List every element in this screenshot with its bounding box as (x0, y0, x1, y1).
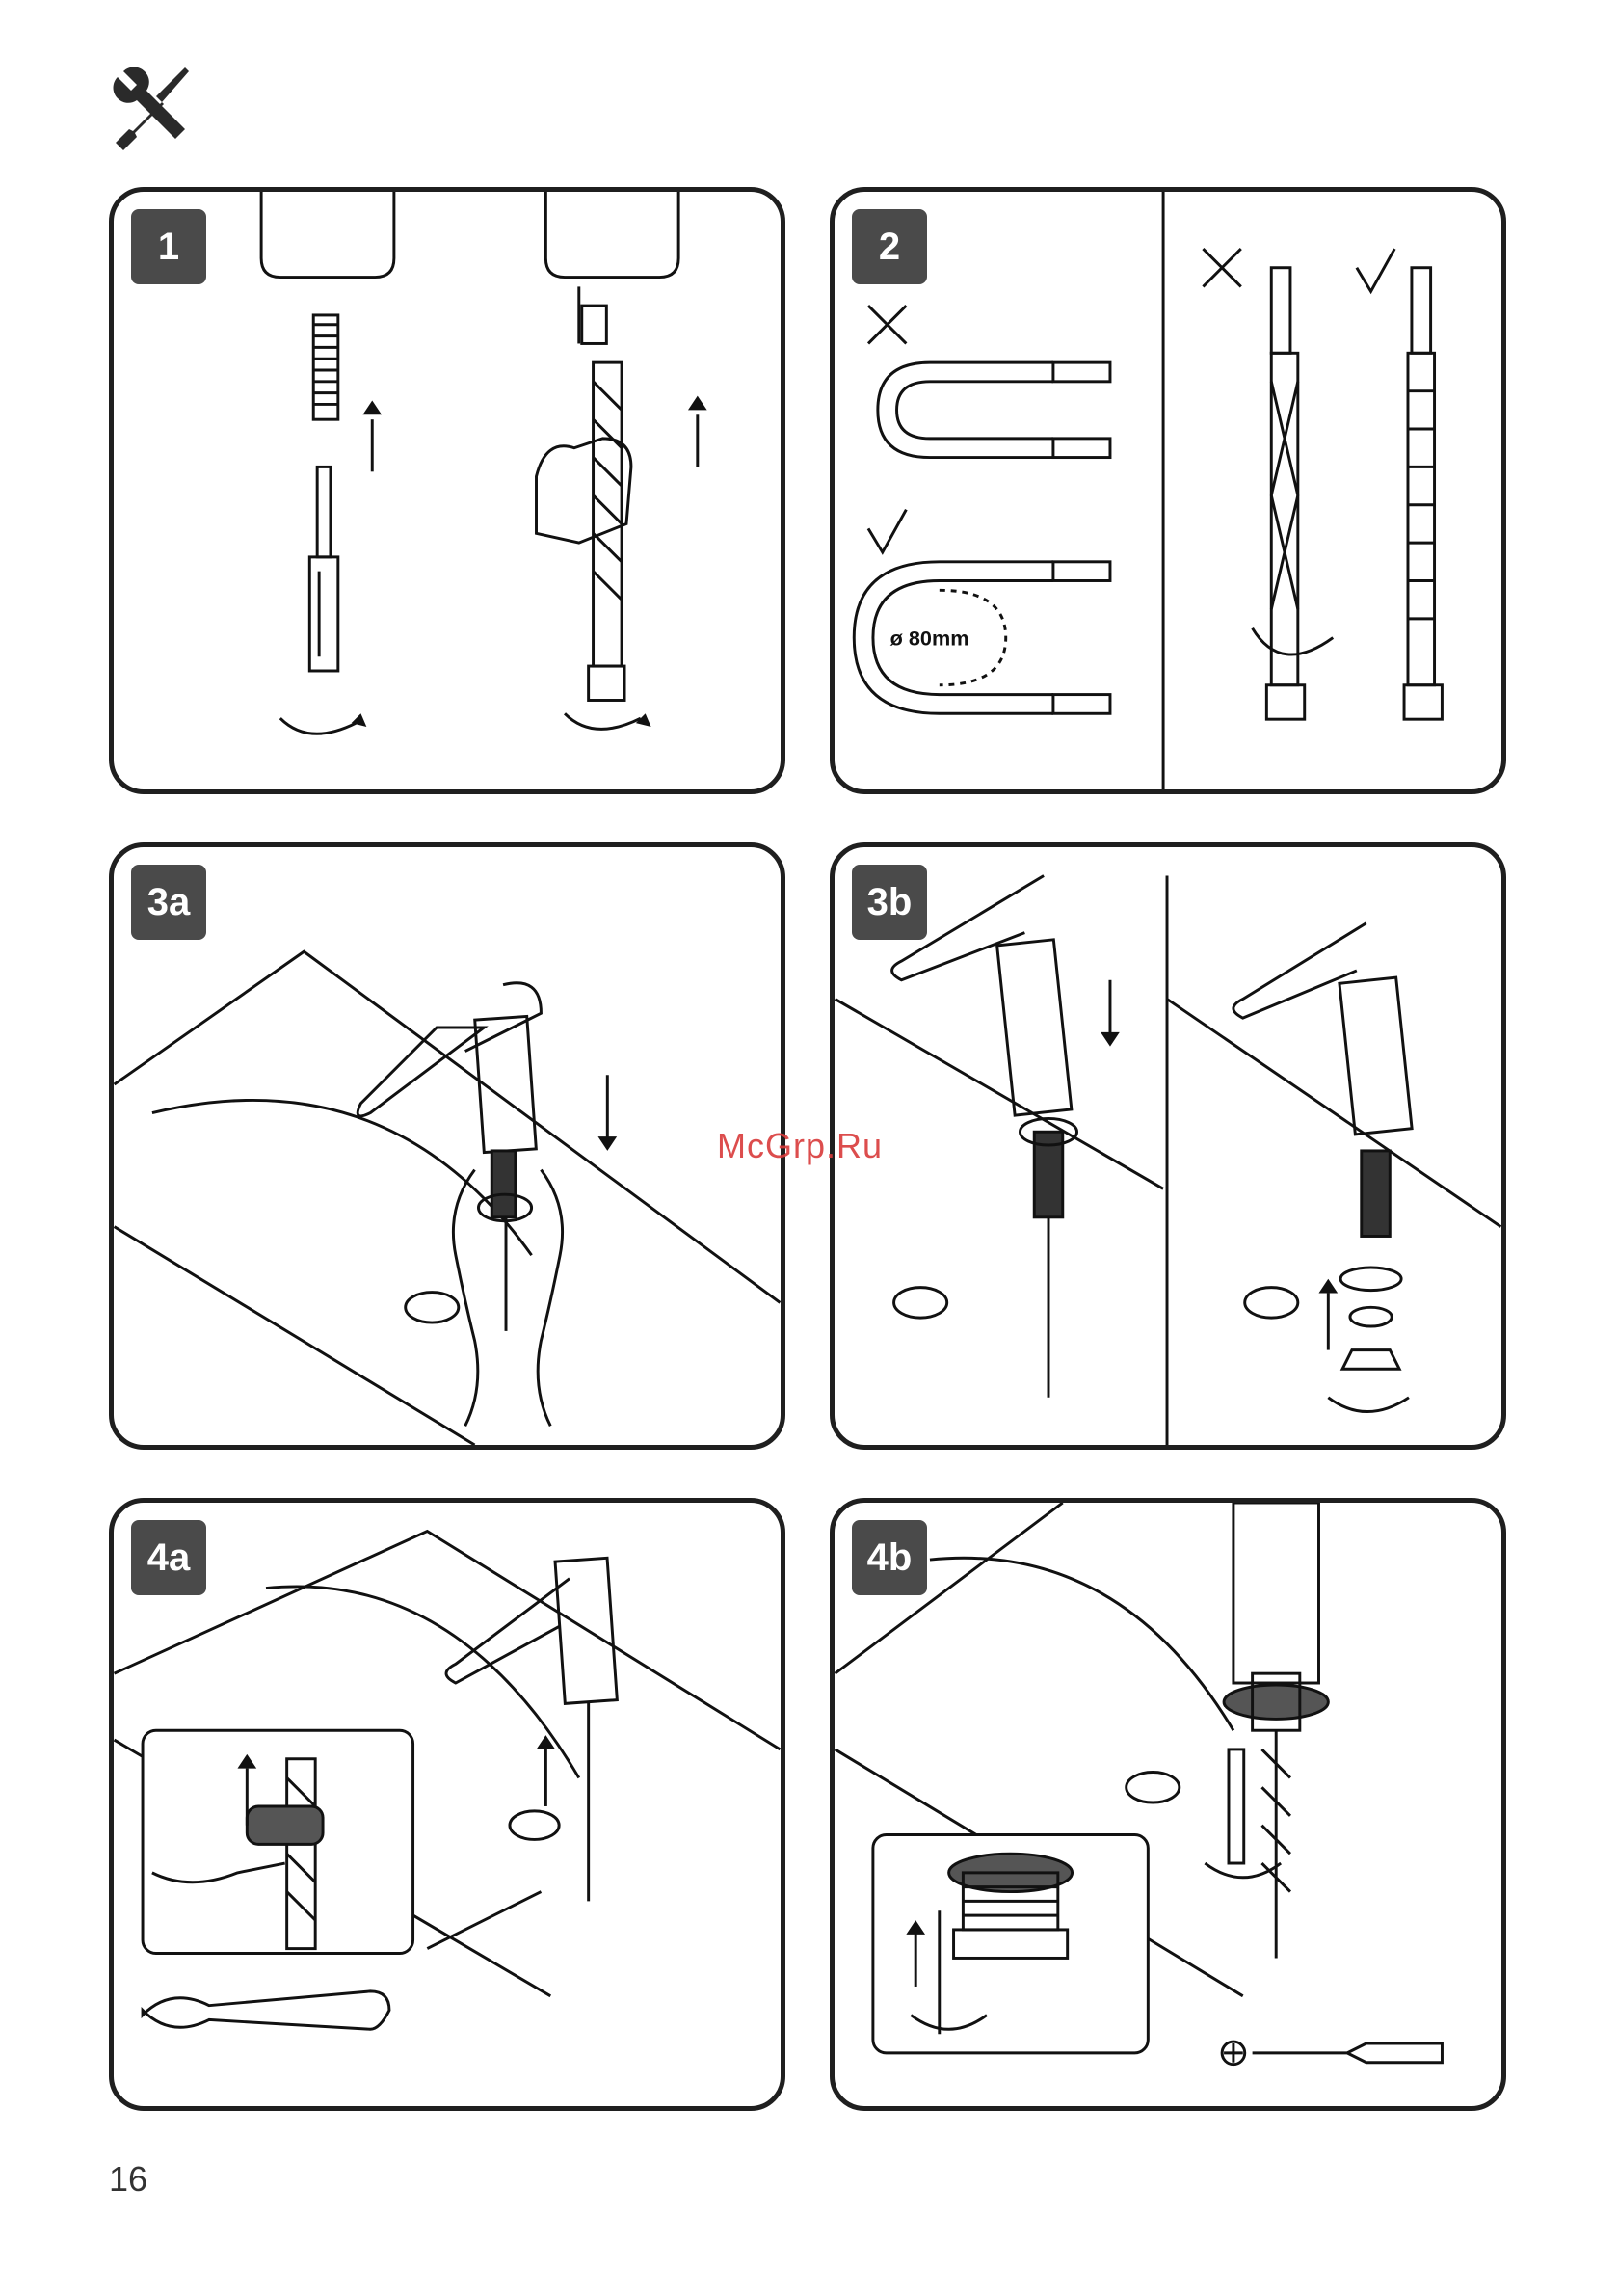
step-panel-3a: 3a (109, 842, 785, 1450)
step-3b-illustration (835, 847, 1501, 1445)
step-1-illustration (114, 192, 781, 789)
step-panel-1: 1 (109, 187, 785, 794)
step-2-illustration: ø 80mm (835, 192, 1501, 789)
step-badge-4a: 4a (131, 1520, 206, 1595)
step-badge-1: 1 (131, 209, 206, 284)
page-number: 16 (109, 2159, 147, 2200)
step-badge-3a: 3a (131, 865, 206, 940)
step-badge-3b: 3b (852, 865, 927, 940)
step-panel-2: 2 ø 80mm (830, 187, 1506, 794)
wrench-screwdriver-icon (104, 64, 200, 160)
step-panel-4b: 4b (830, 1498, 1506, 2111)
watermark: McGrp.Ru (717, 1126, 883, 1166)
step-4b-illustration (835, 1503, 1501, 2106)
hose-diameter-label: ø 80mm (890, 626, 969, 650)
step-panel-4a: 4a (109, 1498, 785, 2111)
step-badge-2: 2 (852, 209, 927, 284)
step-4a-illustration (114, 1503, 781, 2106)
step-badge-4b: 4b (852, 1520, 927, 1595)
step-panel-3b: 3b (830, 842, 1506, 1450)
step-3a-illustration (114, 847, 781, 1445)
